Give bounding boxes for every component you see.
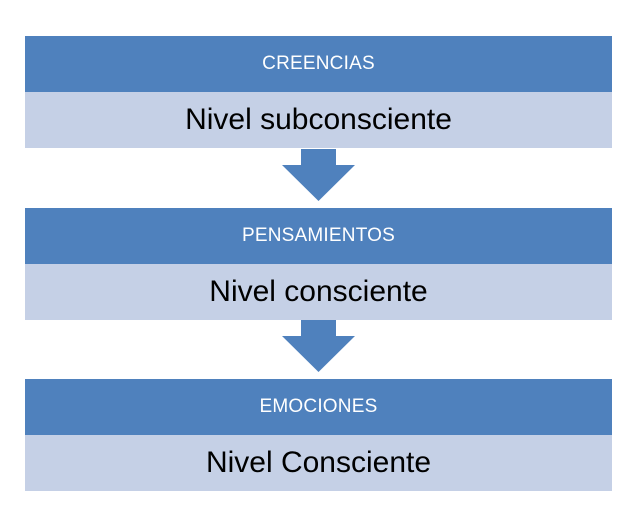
step-body: Nivel consciente [25, 264, 612, 320]
step-emociones: EMOCIONES Nivel Consciente [25, 379, 612, 491]
step-header: CREENCIAS [25, 36, 612, 92]
step-body: Nivel Consciente [25, 435, 612, 491]
step-pensamientos: PENSAMIENTOS Nivel consciente [25, 208, 612, 320]
step-body: Nivel subconsciente [25, 92, 612, 148]
arrow-down-icon [282, 149, 355, 201]
connector-arrow [0, 320, 637, 380]
connector-arrow [0, 149, 637, 209]
step-header: PENSAMIENTOS [25, 208, 612, 264]
step-creencias: CREENCIAS Nivel subconsciente [25, 36, 612, 148]
arrow-down-icon [282, 320, 355, 372]
step-header: EMOCIONES [25, 379, 612, 435]
